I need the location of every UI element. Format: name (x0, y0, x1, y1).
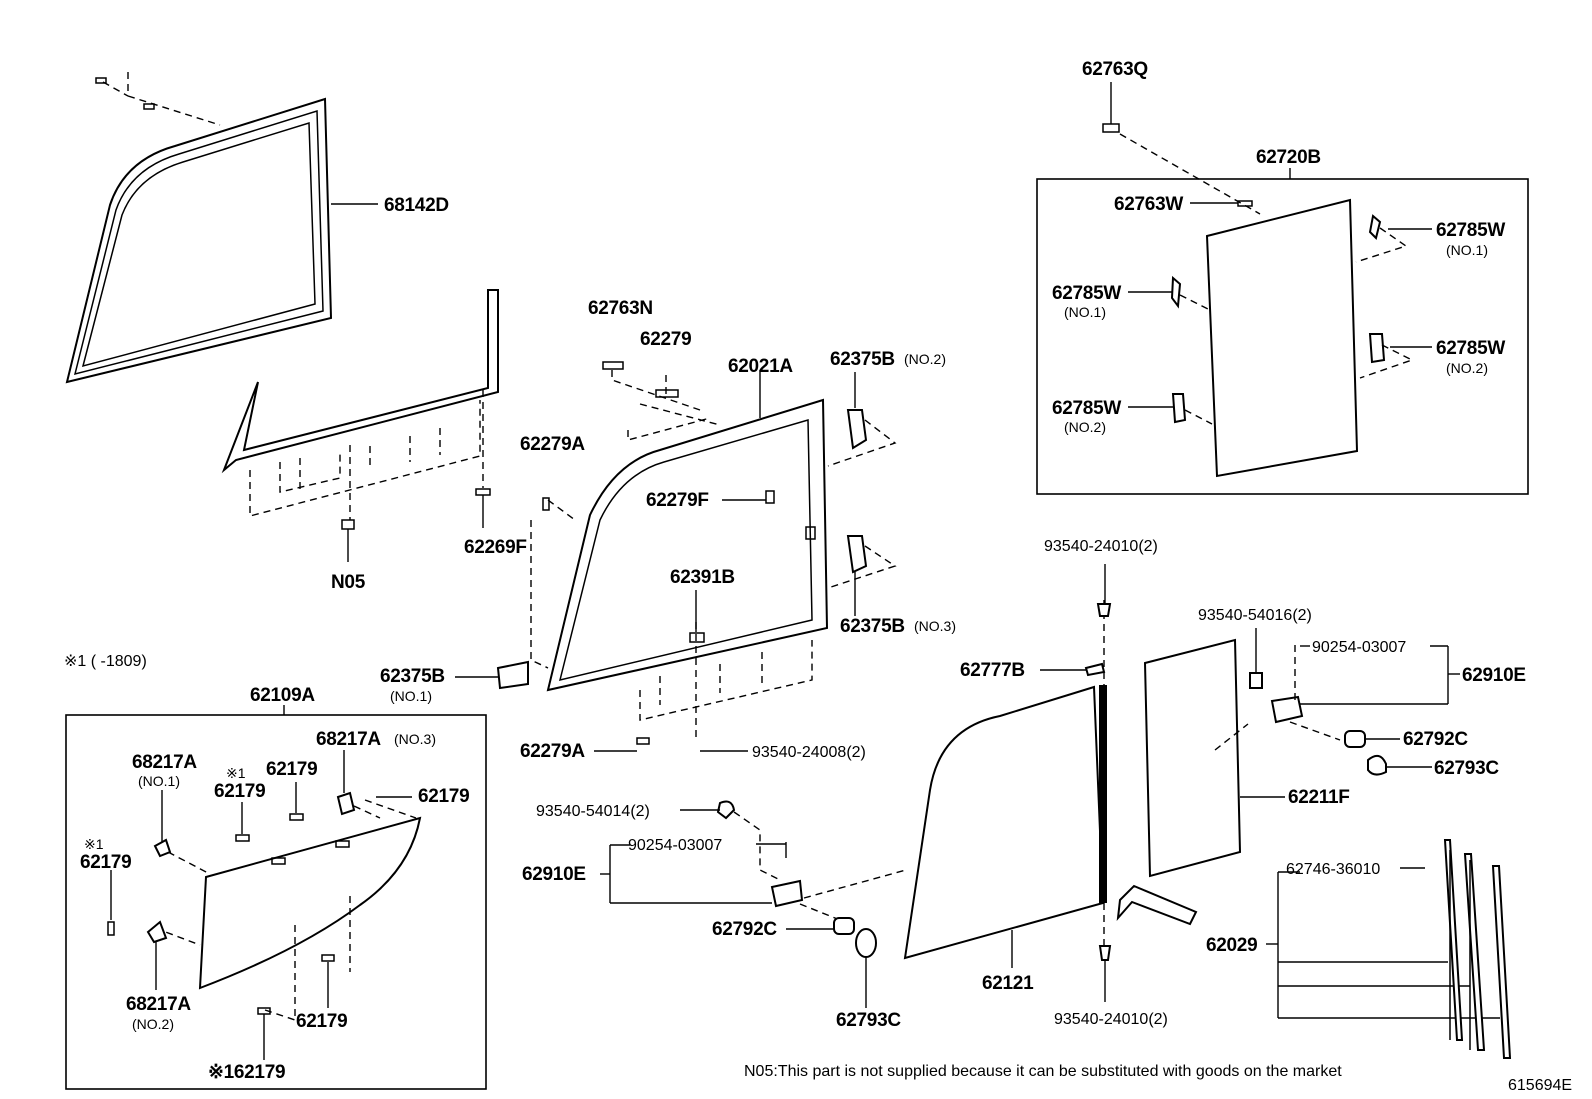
label-62375b-no1: 62375B (380, 666, 445, 687)
label-62375b-no2: 62375B (830, 349, 895, 370)
hinge-right (1249, 628, 1460, 776)
label-no1-d: (NO.1) (138, 773, 180, 789)
clips-62375b (455, 372, 897, 690)
label-no3-b: (NO.3) (394, 731, 436, 747)
label-62763n: 62763N (588, 298, 653, 319)
glass-62211f (1143, 638, 1285, 878)
label-68217a-no1: 68217A (132, 752, 197, 773)
label-93540-24010-top: 93540-24010(2) (1044, 538, 1158, 555)
label-62785w-no1-left: 62785W (1052, 283, 1121, 304)
note-n05: N05:This part is not supplied because it… (744, 1063, 1342, 1080)
label-62179-c: 62179 (418, 786, 469, 807)
label-62793c-left: 62793C (836, 1010, 901, 1031)
label-62279f: 62279F (646, 490, 709, 511)
label-90254-03007-left: 90254-03007 (628, 837, 722, 854)
label-62375b-no3: 62375B (840, 616, 905, 637)
box-62109a (65, 705, 487, 1090)
label-no2-a: (NO.2) (904, 351, 946, 367)
label-68142d: 68142D (384, 195, 449, 216)
label-62785w-no1-right: 62785W (1436, 220, 1505, 241)
label-62179-f: ※162179 (208, 1062, 285, 1083)
label-62793c-right: 62793C (1434, 758, 1499, 779)
label-62179-a: 62179 (214, 781, 265, 802)
label-62279a-bottom: 62279A (520, 741, 585, 762)
label-no2-d: (NO.2) (132, 1016, 174, 1032)
label-62746-36010: 62746-36010 (1286, 861, 1380, 878)
board-62720b (1036, 82, 1529, 495)
marker-1-a: ※1 (226, 765, 246, 781)
glass-62121 (903, 564, 1198, 1002)
label-68217a-no3: 68217A (316, 729, 381, 750)
label-62029: 62029 (1206, 935, 1257, 956)
label-93540-54016: 93540-54016(2) (1198, 607, 1312, 624)
label-93540-54014: 93540-54014(2) (536, 803, 650, 820)
label-62785w-no2-right: 62785W (1436, 338, 1505, 359)
label-62763q: 62763Q (1082, 59, 1148, 80)
label-no1-a: (NO.1) (390, 688, 432, 704)
labels: 68142D N05 62269F 62763N 62279 62021A 62… (64, 59, 1572, 1094)
label-62179-d: 62179 (80, 852, 131, 873)
strips-62029 (1266, 839, 1512, 1059)
label-62792c-left: 62792C (712, 919, 777, 940)
marker-1-b: ※1 (84, 836, 104, 852)
label-62279a-top: 62279A (520, 434, 585, 455)
label-62763w: 62763W (1114, 194, 1183, 215)
label-93540-24008: 93540-24008(2) (752, 744, 866, 761)
label-no3-a: (NO.3) (914, 618, 956, 634)
weatherstrip-68142d (65, 72, 378, 384)
label-62391b: 62391B (670, 567, 735, 588)
label-no2-c: (NO.2) (1064, 419, 1106, 435)
label-62785w-no2-left: 62785W (1052, 398, 1121, 419)
label-62179-e: 62179 (296, 1011, 347, 1032)
label-62279: 62279 (640, 329, 691, 350)
label-no1-b: (NO.1) (1446, 242, 1488, 258)
label-62211f: 62211F (1288, 787, 1350, 808)
label-62269f: 62269F (464, 537, 527, 558)
label-no1-c: (NO.1) (1064, 304, 1106, 320)
label-62777b: 62777B (960, 660, 1025, 681)
label-62121: 62121 (982, 973, 1034, 994)
label-no2-b: (NO.2) (1446, 360, 1488, 376)
diagram-code: 615694E (1508, 1077, 1572, 1094)
label-62910e-right: 62910E (1462, 665, 1526, 686)
label-62021a: 62021A (728, 356, 793, 377)
label-68217a-no2: 68217A (126, 994, 191, 1015)
label-62720b: 62720B (1256, 147, 1321, 168)
label-93540-24010-bottom: 93540-24010(2) (1054, 1011, 1168, 1028)
channel-assembly (221, 289, 499, 562)
label-62910e-left: 62910E (522, 864, 586, 885)
label-62109a: 62109A (250, 685, 315, 706)
label-n05: N05 (331, 572, 366, 593)
footnote-ref: ※1 ( -1809) (64, 653, 147, 670)
label-62792c-right: 62792C (1403, 729, 1468, 750)
label-90254-03007-right: 90254-03007 (1312, 639, 1406, 656)
hinge-left (600, 800, 907, 1008)
frame-62021a (530, 361, 829, 745)
label-62179-b: 62179 (266, 759, 317, 780)
